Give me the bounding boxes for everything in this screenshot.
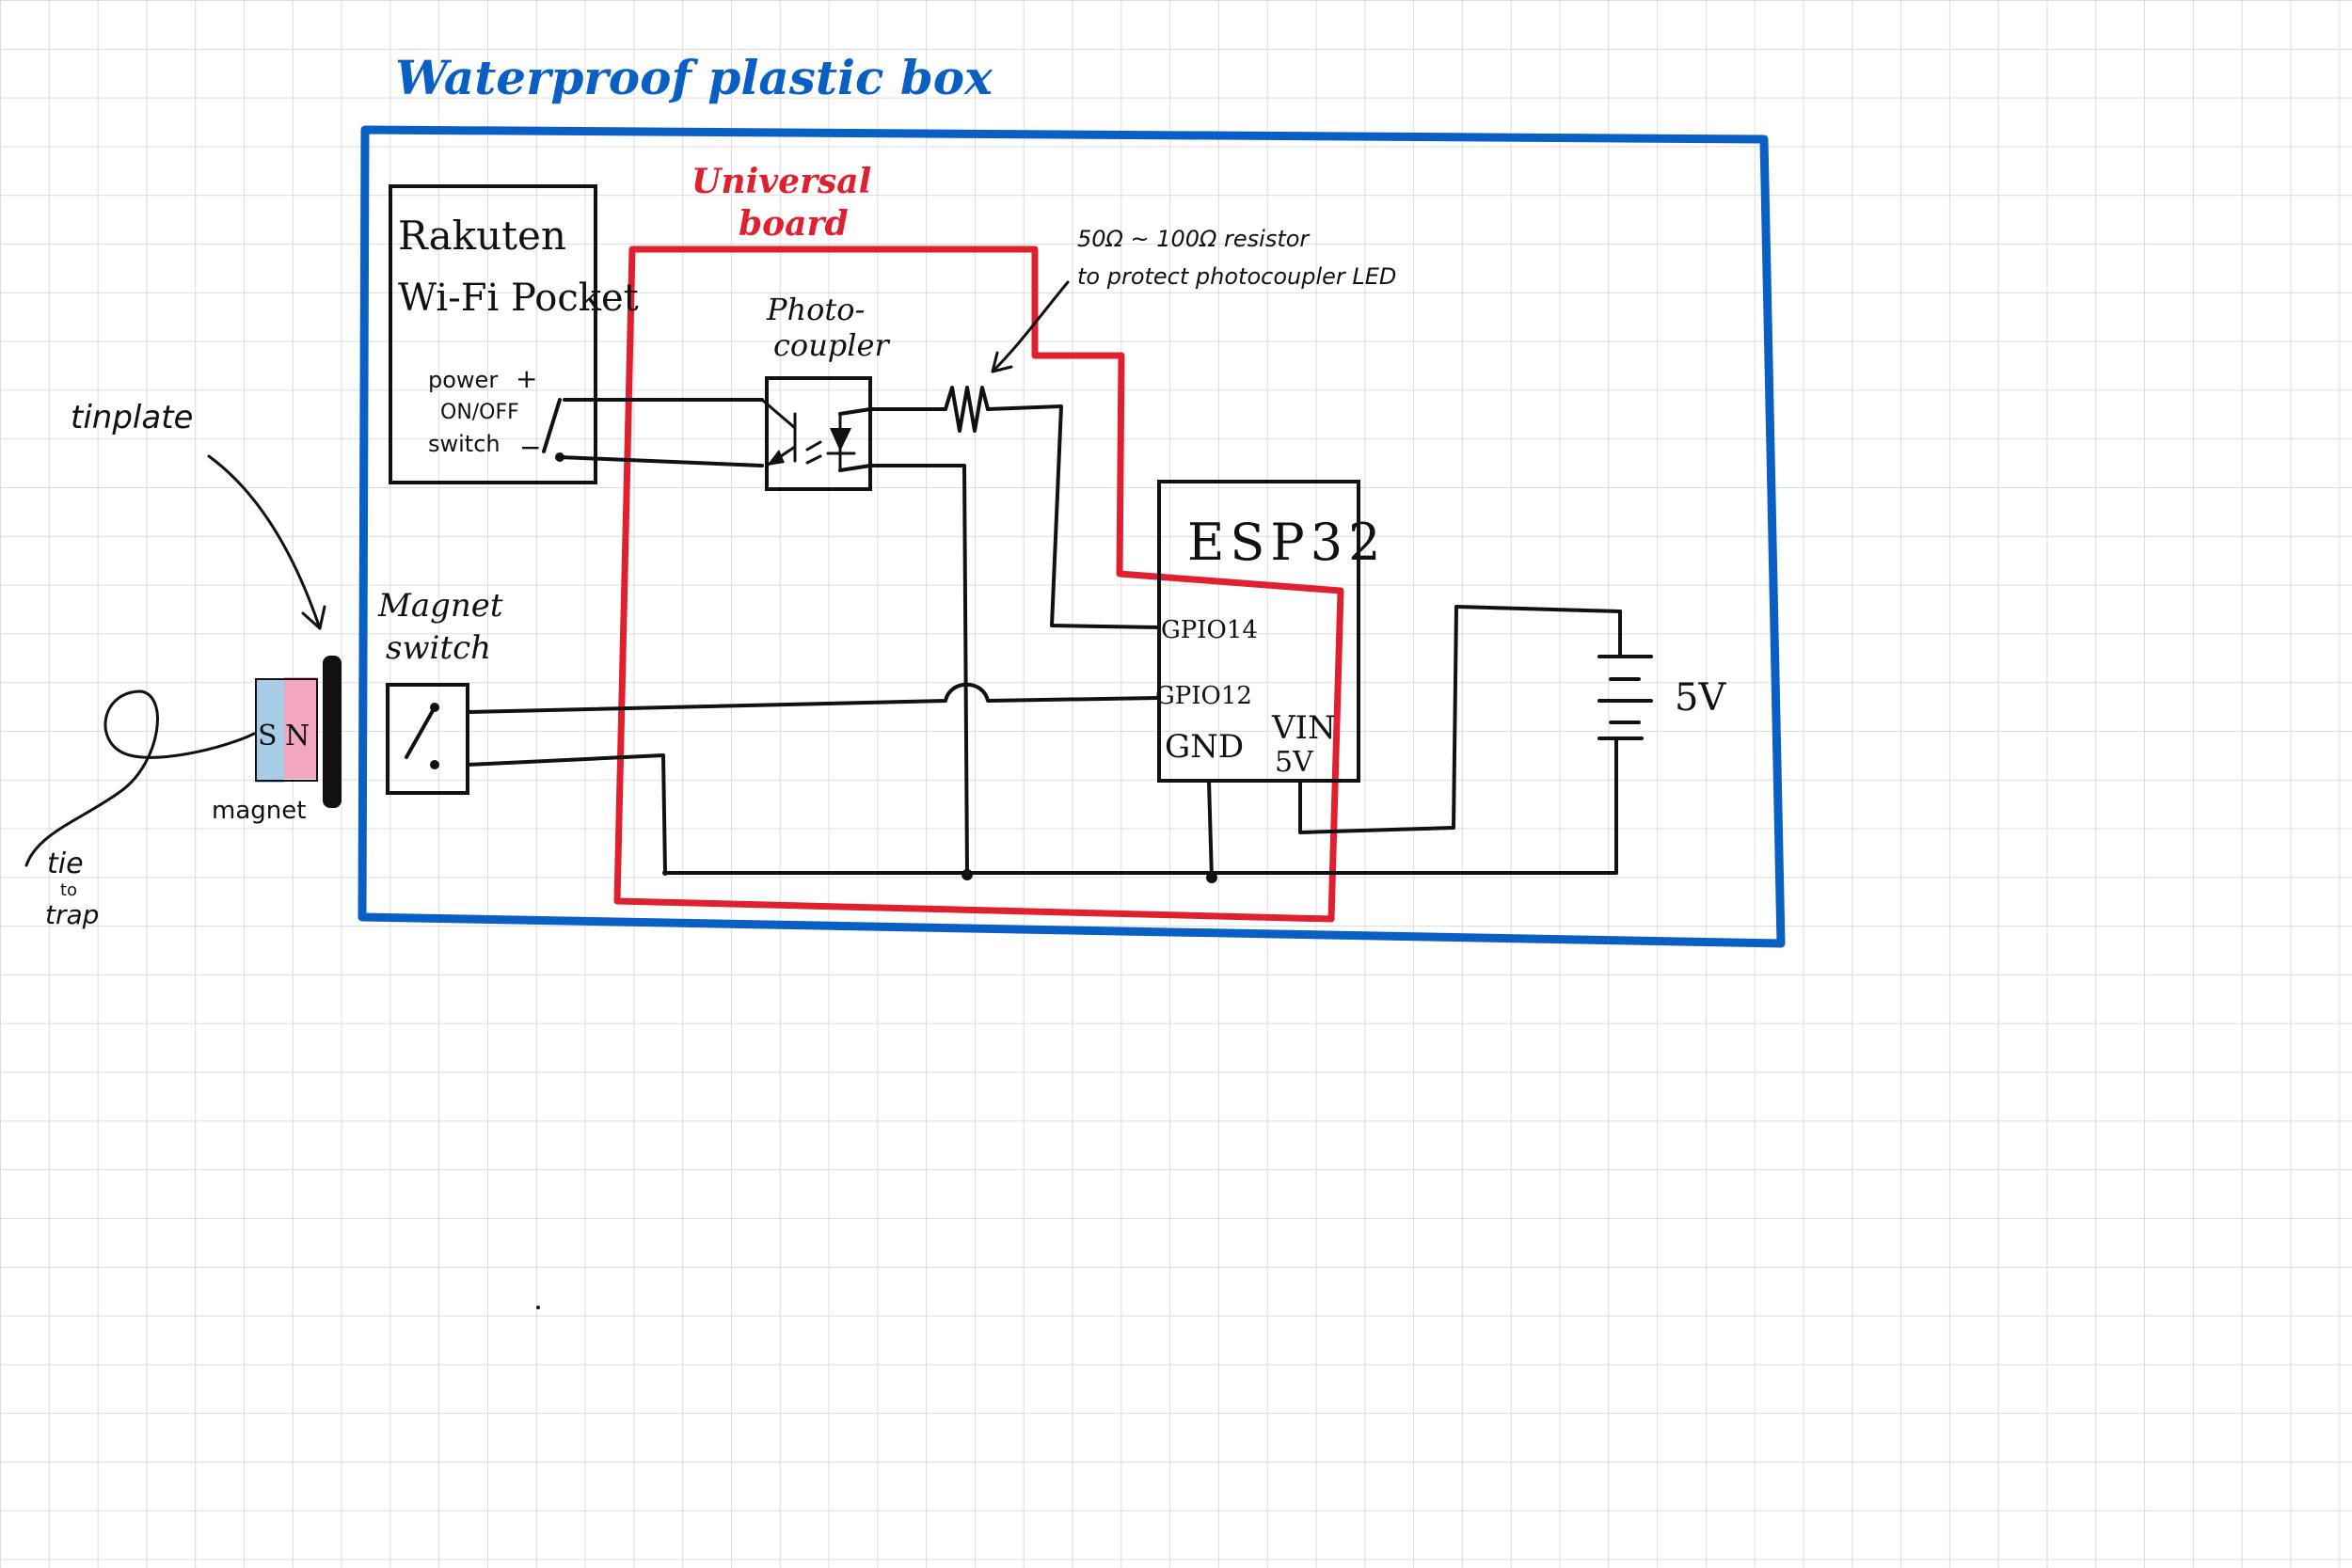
wire-led-to-resistor (838, 407, 947, 416)
tinplate-bar (323, 656, 342, 808)
wire-magnet-to-gpio12 (466, 682, 1159, 714)
magnet-switch-contact-bottom (430, 760, 439, 769)
tie-string (24, 689, 256, 867)
wire-esp-gnd (1207, 779, 1214, 881)
esp32-box (1157, 480, 1360, 783)
magnet-label: magnet (212, 797, 306, 825)
wire-led-to-ground (838, 464, 969, 877)
photocoupler-label-line1: Photo- (766, 292, 865, 327)
tie-label-line2: to (60, 880, 77, 900)
photocoupler-label-line2: coupler (773, 327, 890, 363)
resistor-note-arrowhead (991, 351, 1013, 373)
universal-board-label-line2: board (739, 204, 849, 244)
esp32-pin-gpio14: GPIO14 (1161, 616, 1258, 644)
waterproof-box-label: Waterproof plastic box (395, 50, 993, 105)
tie-label-line1: tie (47, 847, 84, 880)
photocoupler-light-arrows (805, 440, 822, 465)
magnet-outline (255, 678, 318, 782)
wire-wifi-minus (558, 455, 764, 467)
magnet-switch-label-line1: Magnet (377, 587, 503, 625)
resistor-note-line2: to protect photocoupler LED (1077, 263, 1396, 290)
esp32-label: ESP32 (1187, 513, 1386, 572)
magnet-switch-contact-top (430, 703, 439, 712)
power-switch-symbol (542, 398, 562, 453)
tinplate-arrow (207, 454, 322, 630)
waterproof-box-outline (358, 125, 1786, 948)
power-switch-label-line1: power (428, 367, 498, 393)
junction-ground-esp (1206, 872, 1217, 883)
resistor-symbol (944, 386, 990, 433)
phototransistor-emitter-arrow (767, 450, 785, 466)
magnet-switch-symbol (405, 705, 437, 759)
magnet-pole-s-label: S (258, 720, 278, 752)
power-switch-label-line3: switch (428, 431, 501, 457)
esp32-pin-vin-voltage: 5V (1275, 746, 1314, 779)
wifi-pocket-label-line2: Wi-Fi Pocket (398, 277, 639, 320)
wifi-pocket-box (389, 184, 597, 484)
wire-magnet-to-ground (466, 753, 667, 875)
resistor-note-line1: 50Ω ~ 100Ω resistor (1077, 226, 1311, 252)
magnet-pole-s (256, 679, 284, 783)
esp32-pin-vin: VIN (1271, 709, 1336, 747)
junction-ground-magnet (662, 870, 668, 876)
battery-label: 5V (1675, 676, 1726, 720)
photocoupler-led-bar (826, 412, 856, 472)
magnet-pole-n (284, 677, 317, 779)
wifi-pocket-label-line1: Rakuten (398, 213, 566, 259)
magnet-switch-label-line2: switch (386, 629, 491, 667)
power-minus-label: − (519, 432, 541, 463)
esp32-pin-gpio12: GPIO12 (1155, 682, 1252, 710)
power-plus-label: + (516, 363, 537, 394)
magnet-pole-n-label: N (285, 720, 310, 752)
tinplate-arrowhead (301, 605, 326, 630)
battery-symbol (1597, 610, 1653, 875)
resistor-note-arrow (991, 280, 1070, 373)
power-switch-label-line2: ON/OFF (440, 401, 519, 424)
universal-board-label-line1: Universal (691, 162, 871, 201)
universal-board-outline (613, 245, 1344, 923)
stray-dot (536, 1306, 540, 1309)
wire-resistor-to-gpio14 (986, 404, 1161, 629)
photocoupler-box (765, 376, 872, 491)
magnet-switch-box (386, 683, 469, 795)
tinplate-label: tinplate (71, 399, 193, 436)
junction-ground-led (961, 869, 973, 880)
esp32-pin-gnd: GND (1165, 728, 1244, 766)
tie-label-line3: trap (45, 899, 99, 930)
wire-vin-to-battery (1298, 605, 1622, 834)
